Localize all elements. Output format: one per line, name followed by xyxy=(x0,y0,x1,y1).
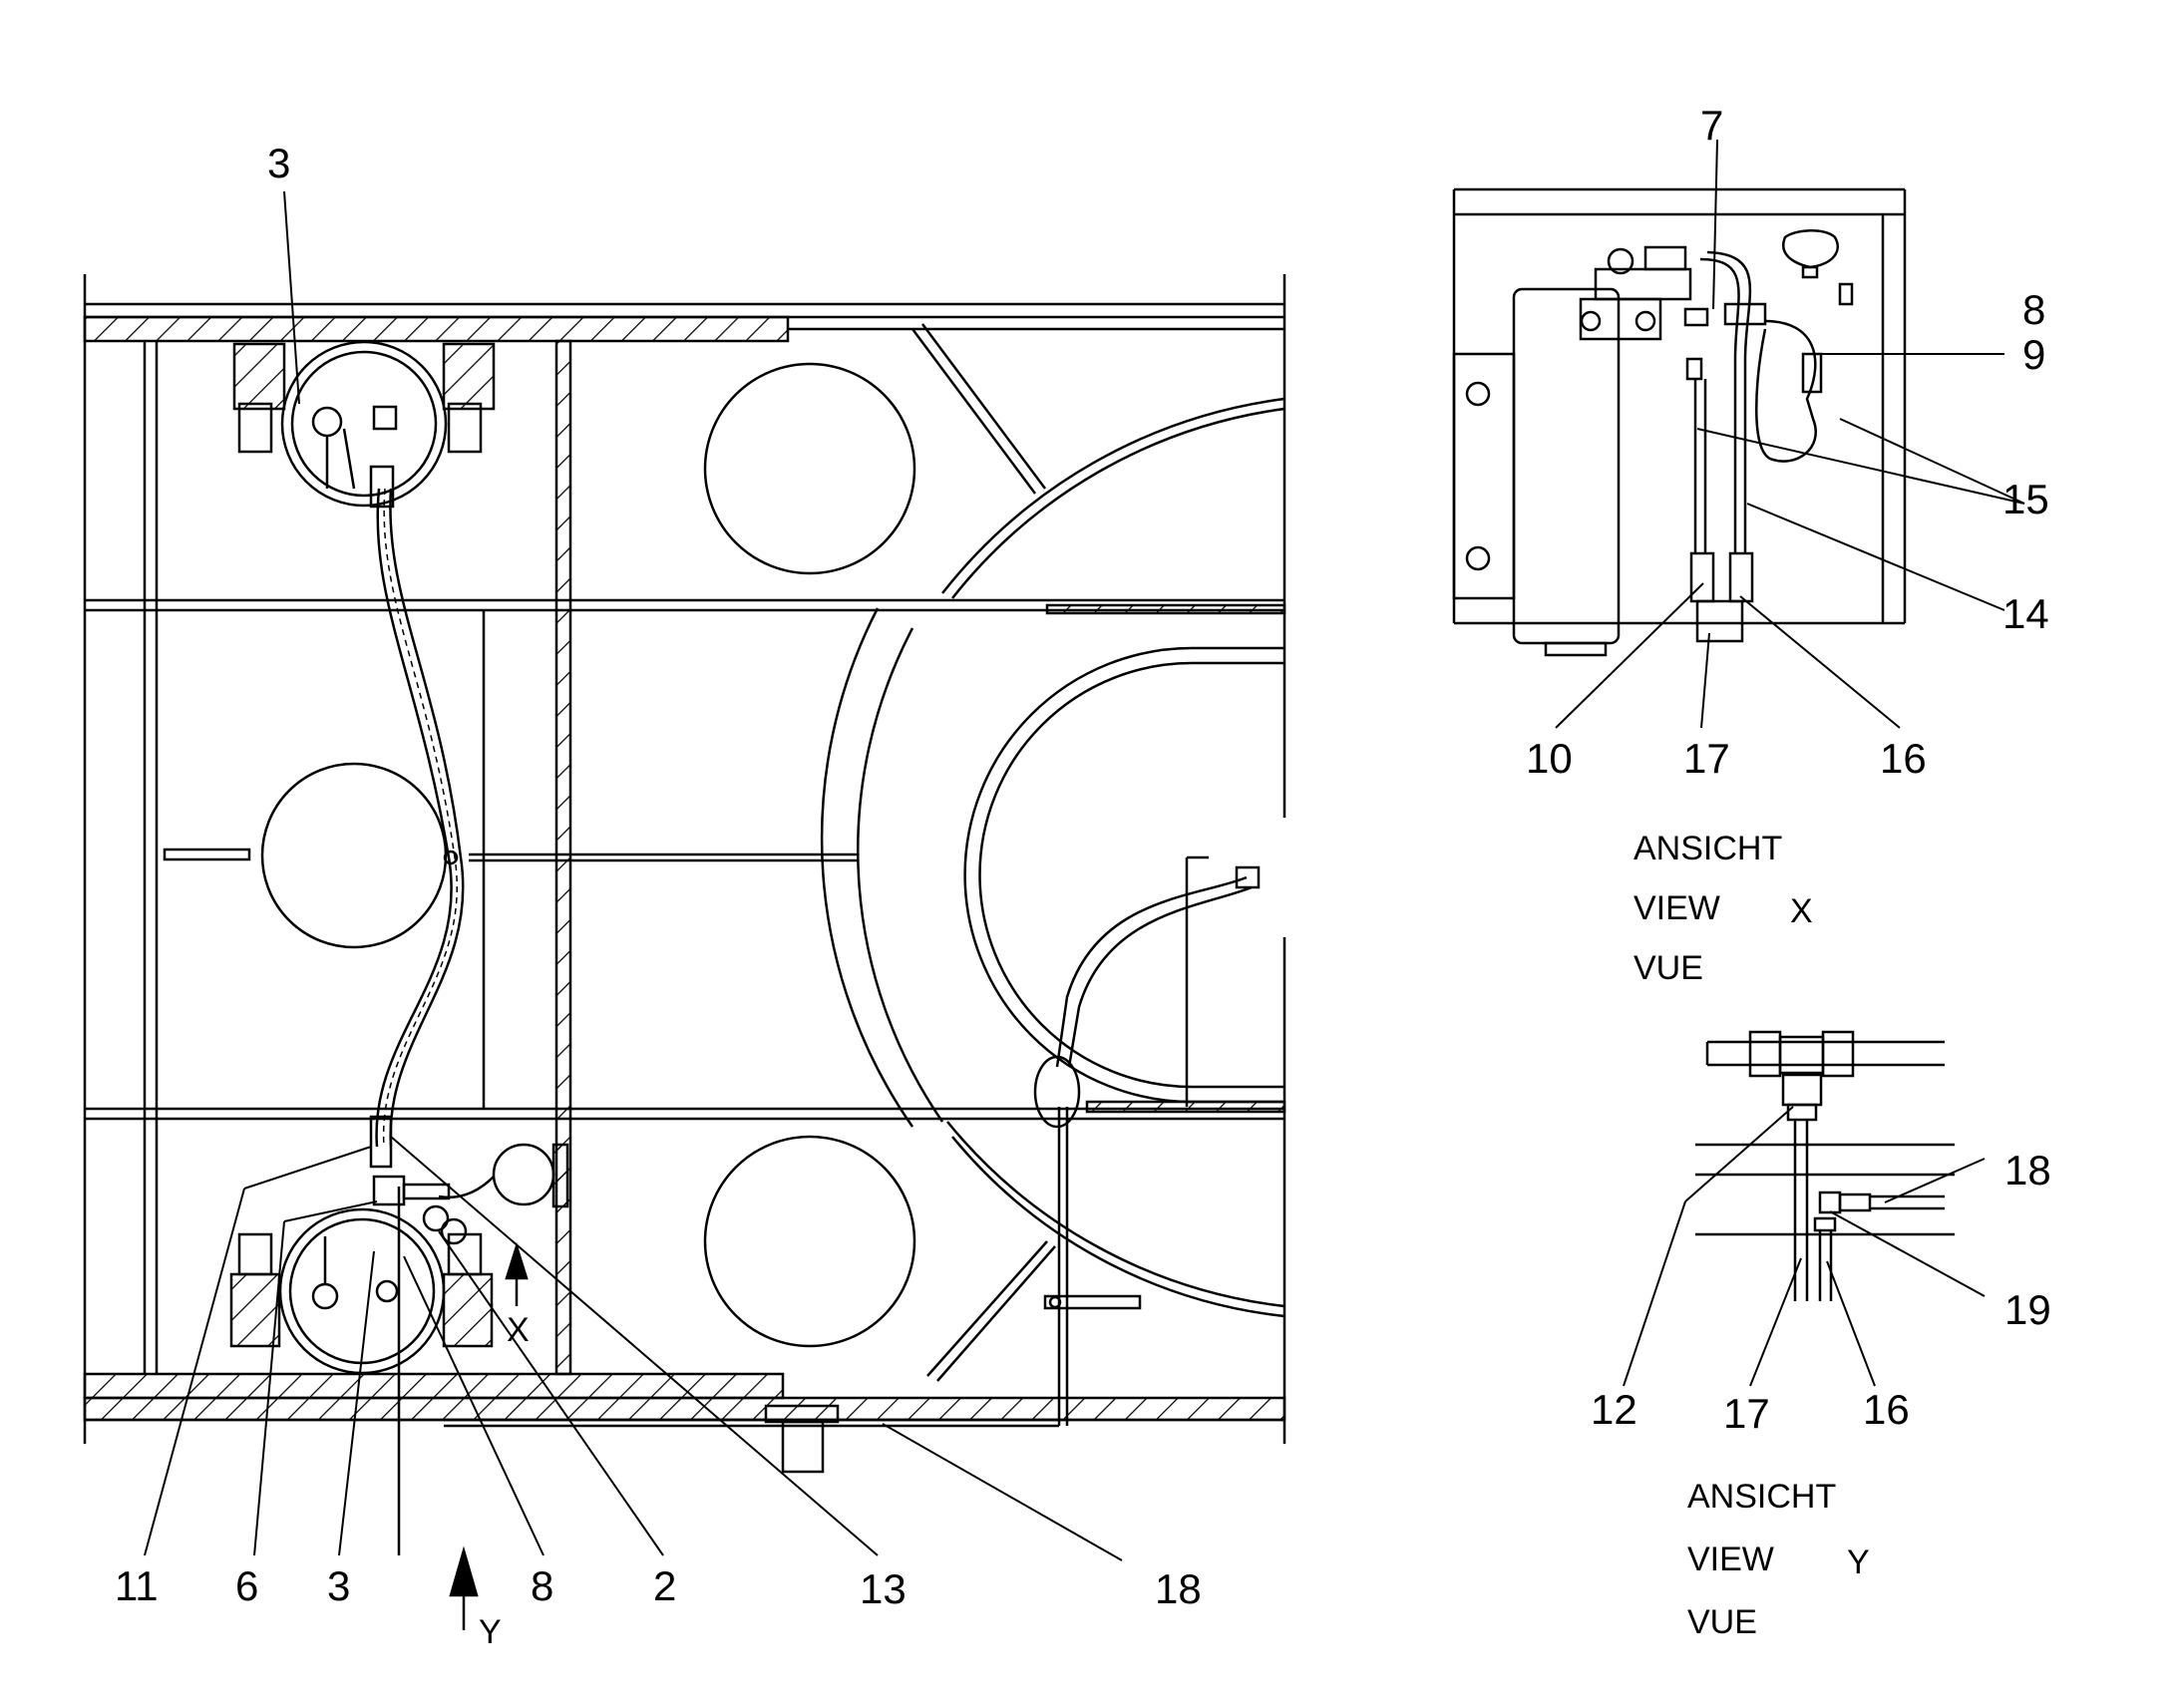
lightening-hole xyxy=(703,1135,916,1348)
view-x xyxy=(1452,139,2025,729)
callout-14: 14 xyxy=(2002,590,2049,637)
callout-17-x: 17 xyxy=(1683,735,1730,782)
view-arrow-x-label: X xyxy=(507,1311,530,1349)
callout-19: 19 xyxy=(2004,1286,2051,1333)
callouts-view-x: 7 8 9 15 14 10 17 16 ANSICHT VIEW X VUE xyxy=(1526,102,2049,987)
view-y xyxy=(1623,1030,1986,1387)
leader-lines-main xyxy=(144,190,1123,1561)
turntable-arc xyxy=(820,323,1288,1382)
lightening-hole xyxy=(260,762,448,949)
bottom-actuator xyxy=(229,1143,569,1555)
callouts-main: 3 11 6 3 8 2 13 18 X Y xyxy=(115,140,1202,1651)
callout-17-y: 17 xyxy=(1723,1390,1770,1437)
view-x-caption-en: VIEW xyxy=(1634,889,1720,927)
view-y-caption-letter: Y xyxy=(1847,1543,1870,1581)
main-hose xyxy=(369,465,465,1169)
lightening-hole xyxy=(703,362,916,575)
callout-18: 18 xyxy=(1155,1565,1202,1612)
view-arrow-y xyxy=(449,1545,479,1630)
callout-3-top: 3 xyxy=(267,140,290,186)
callout-12: 12 xyxy=(1591,1386,1637,1433)
callout-6: 6 xyxy=(235,1562,258,1609)
right-hose xyxy=(1033,865,1261,1426)
view-arrow-y-label: Y xyxy=(479,1613,502,1651)
view-x-caption-de: ANSICHT xyxy=(1634,830,1782,867)
callout-2: 2 xyxy=(653,1562,676,1609)
view-arrow-x xyxy=(505,1241,529,1306)
callout-7: 7 xyxy=(1700,102,1723,149)
view-y-caption-fr: VUE xyxy=(1687,1603,1757,1641)
callout-8-x: 8 xyxy=(2022,286,2045,333)
view-y-caption-de: ANSICHT xyxy=(1687,1478,1836,1516)
callout-15: 15 xyxy=(2002,476,2049,522)
cross-members xyxy=(85,598,1286,1121)
bottom-beam xyxy=(83,1372,1286,1474)
callout-16-x: 16 xyxy=(1880,735,1927,782)
callout-3-bottom: 3 xyxy=(327,1562,350,1609)
callout-11: 11 xyxy=(115,1562,159,1609)
top-actuator xyxy=(232,340,496,508)
top-beam xyxy=(83,302,1284,343)
vertical-webs xyxy=(143,339,572,1376)
main-view xyxy=(83,190,1288,1630)
callouts-view-y: 18 19 12 17 16 ANSICHT VIEW Y VUE xyxy=(1591,1147,2051,1641)
callout-8: 8 xyxy=(531,1562,553,1609)
callout-13: 13 xyxy=(860,1565,907,1612)
view-x-caption-fr: VUE xyxy=(1634,949,1703,987)
callout-16-y: 16 xyxy=(1863,1386,1910,1433)
callout-10: 10 xyxy=(1526,735,1573,782)
callout-9: 9 xyxy=(2022,331,2045,378)
callout-18-y: 18 xyxy=(2004,1147,2051,1194)
view-x-caption-letter: X xyxy=(1790,892,1813,930)
view-y-caption-en: VIEW xyxy=(1687,1540,1774,1578)
